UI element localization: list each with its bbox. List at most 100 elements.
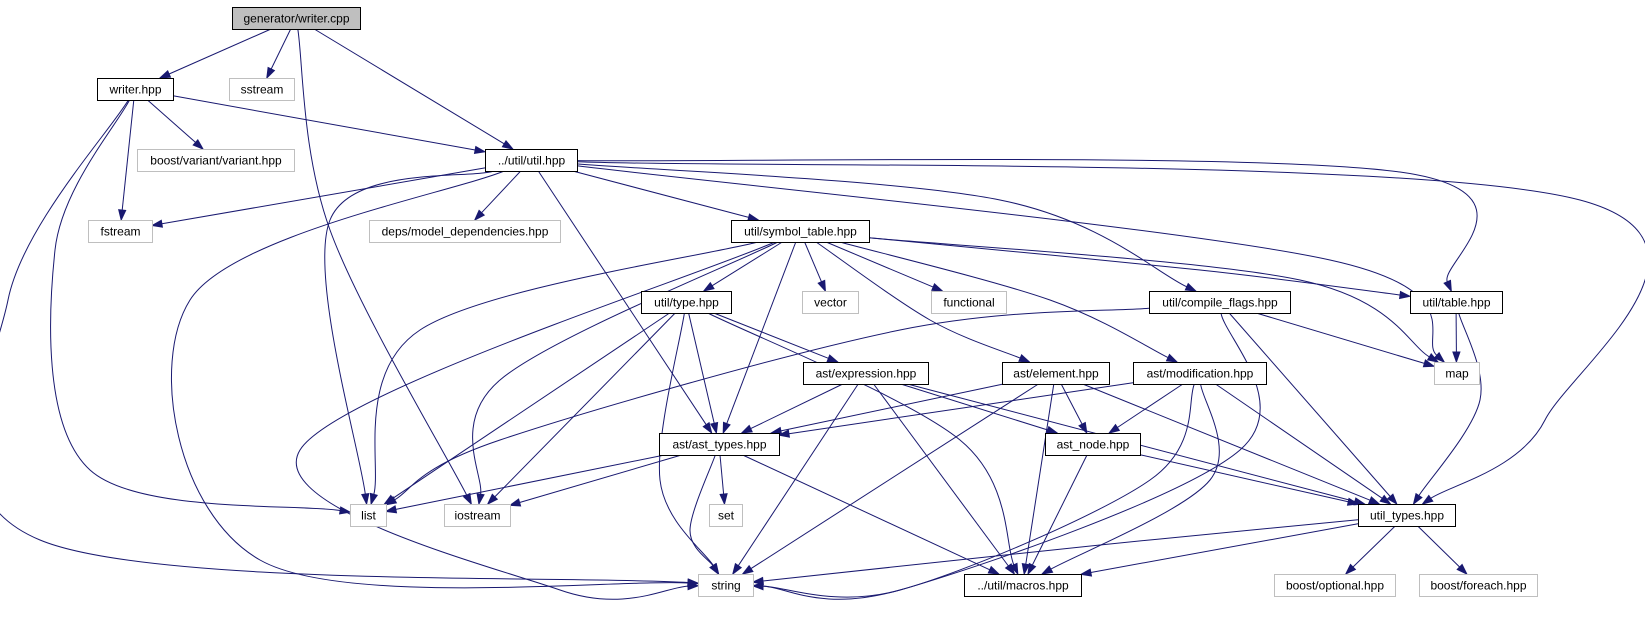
node-util-hpp[interactable]: ../util/util.hpp	[485, 149, 578, 172]
node-label: writer.hpp	[108, 83, 161, 97]
edge-arrowhead	[473, 145, 487, 155]
node-writer-hpp[interactable]: writer.hpp	[97, 78, 174, 101]
node-sstream: sstream	[229, 78, 295, 101]
edge-symbol-table-to-vector	[804, 241, 826, 293]
edge-line	[172, 95, 476, 151]
node-map: map	[1434, 362, 1480, 385]
node-compile-flags-hpp[interactable]: util/compile_flags.hpp	[1149, 291, 1291, 314]
edge-modification-to-util-types	[1215, 383, 1392, 505]
edge-util-hpp-to-list	[324, 170, 495, 506]
edge-symbol-table-to-list	[369, 241, 758, 506]
edge-symbol-table-to-map	[868, 237, 1440, 363]
node-label: boost/foreach.hpp	[1430, 579, 1526, 593]
edge-arrowhead	[501, 139, 515, 150]
edge-arrowhead	[687, 581, 700, 591]
edge-line	[1082, 383, 1371, 501]
edge-line	[1025, 383, 1055, 565]
edge-symbol-table-to-table-hpp	[868, 237, 1412, 300]
node-label: list	[361, 509, 376, 523]
edge-arrowhead	[361, 493, 370, 506]
node-element-hpp[interactable]: ast/element.hpp	[1002, 362, 1110, 385]
node-label: iostream	[454, 509, 500, 523]
edge-line	[688, 312, 715, 424]
edge-ast-types-to-iostream	[508, 454, 682, 507]
edge-arrowhead	[777, 429, 790, 438]
edge-line	[481, 170, 522, 214]
node-label: generator/writer.cpp	[243, 12, 349, 26]
edge-line	[707, 312, 1015, 565]
node-label: sstream	[241, 83, 284, 97]
node-label: fstream	[100, 225, 140, 239]
node-expression-hpp[interactable]: ast/expression.hpp	[803, 362, 929, 385]
edge-line	[762, 383, 1195, 598]
edge-arrowhead	[1379, 494, 1392, 505]
node-modification-hpp[interactable]: ast/modification.hpp	[1133, 362, 1267, 385]
edge-line	[373, 241, 758, 495]
edge-line	[1418, 312, 1482, 496]
edge-line	[313, 28, 505, 145]
edge-line	[1050, 383, 1220, 570]
edge-element-to-string	[741, 383, 1039, 575]
node-label: set	[718, 509, 735, 523]
edge-line	[0, 99, 689, 583]
edge-arrowhead	[1367, 496, 1381, 505]
node-label: functional	[943, 296, 994, 310]
edge-arrowhead	[1027, 562, 1037, 576]
edge-arrowhead	[987, 565, 1001, 575]
node-symbol-table-hpp[interactable]: util/symbol_table.hpp	[731, 220, 870, 243]
edge-line	[472, 241, 779, 495]
edge-arrowhead	[1346, 497, 1360, 506]
edge-ast-types-to-list	[384, 454, 665, 514]
edge-expression-to-ast-types	[740, 383, 844, 434]
edge-type-hpp-to-ast-types	[688, 312, 719, 435]
edge-arrowhead	[192, 138, 205, 151]
edge-line	[750, 383, 1039, 570]
edge-arrowhead	[817, 279, 826, 293]
edge-symbol-table-to-ast-types	[722, 241, 797, 435]
edge-line	[576, 165, 1438, 356]
edge-arrowhead	[476, 492, 485, 506]
node-label: util/type.hpp	[654, 296, 719, 310]
edge-writer-cpp-to-writer-hpp	[158, 28, 272, 79]
node-set: set	[709, 504, 743, 527]
node-type-hpp[interactable]: util/type.hpp	[641, 291, 732, 314]
edge-util-types-to-boost-optional	[1344, 525, 1396, 576]
node-functional: functional	[931, 291, 1007, 314]
edge-arrowhead	[486, 493, 499, 506]
edge-line	[1090, 523, 1359, 573]
node-label: ast/element.hpp	[1013, 367, 1099, 381]
node-label: string	[711, 579, 740, 593]
edge-arrowhead	[266, 66, 276, 80]
node-macros-hpp[interactable]: ../util/macros.hpp	[964, 574, 1082, 597]
edge-util-hpp-to-util-types	[576, 161, 1645, 505]
node-util-types-hpp[interactable]: util_types.hpp	[1358, 504, 1456, 527]
node-label: util/table.hpp	[1422, 296, 1490, 310]
edge-arrowhead	[1412, 492, 1423, 506]
node-table-hpp[interactable]: util/table.hpp	[1410, 291, 1503, 314]
edge-util-hpp-to-symbol-table	[572, 170, 760, 222]
edge-line	[1215, 383, 1383, 499]
edge-table-hpp-to-map	[1452, 312, 1461, 364]
edge-line	[689, 454, 716, 566]
edge-arrowhead	[709, 562, 720, 576]
node-ast-types-hpp[interactable]: ast/ast_types.hpp	[659, 433, 780, 456]
edge-ast-node-to-macros	[1027, 454, 1088, 576]
edge-util-hpp-to-map	[576, 165, 1446, 364]
edge-util-types-to-boost-foreach	[1417, 525, 1468, 576]
edge-expression-to-macros	[873, 383, 1016, 576]
edge-symbol-table-to-functional	[825, 241, 944, 292]
edge-arrowhead	[741, 564, 754, 575]
edge-arrowhead	[369, 492, 379, 506]
edge-line	[576, 161, 1645, 499]
edge-arrowhead	[384, 505, 398, 514]
edge-modification-to-ast-node	[1107, 383, 1184, 434]
edge-element-to-util-types	[1082, 383, 1381, 505]
edge-arrowhead	[508, 498, 522, 507]
edge-line	[804, 241, 822, 282]
edge-arrowhead	[731, 562, 743, 576]
node-generator-writer-cpp[interactable]: generator/writer.cpp	[232, 7, 361, 30]
edge-line	[726, 241, 797, 424]
node-ast-node-hpp[interactable]: ast_node.hpp	[1045, 433, 1141, 456]
edge-arrowhead	[158, 69, 172, 79]
edge-line	[742, 454, 991, 571]
